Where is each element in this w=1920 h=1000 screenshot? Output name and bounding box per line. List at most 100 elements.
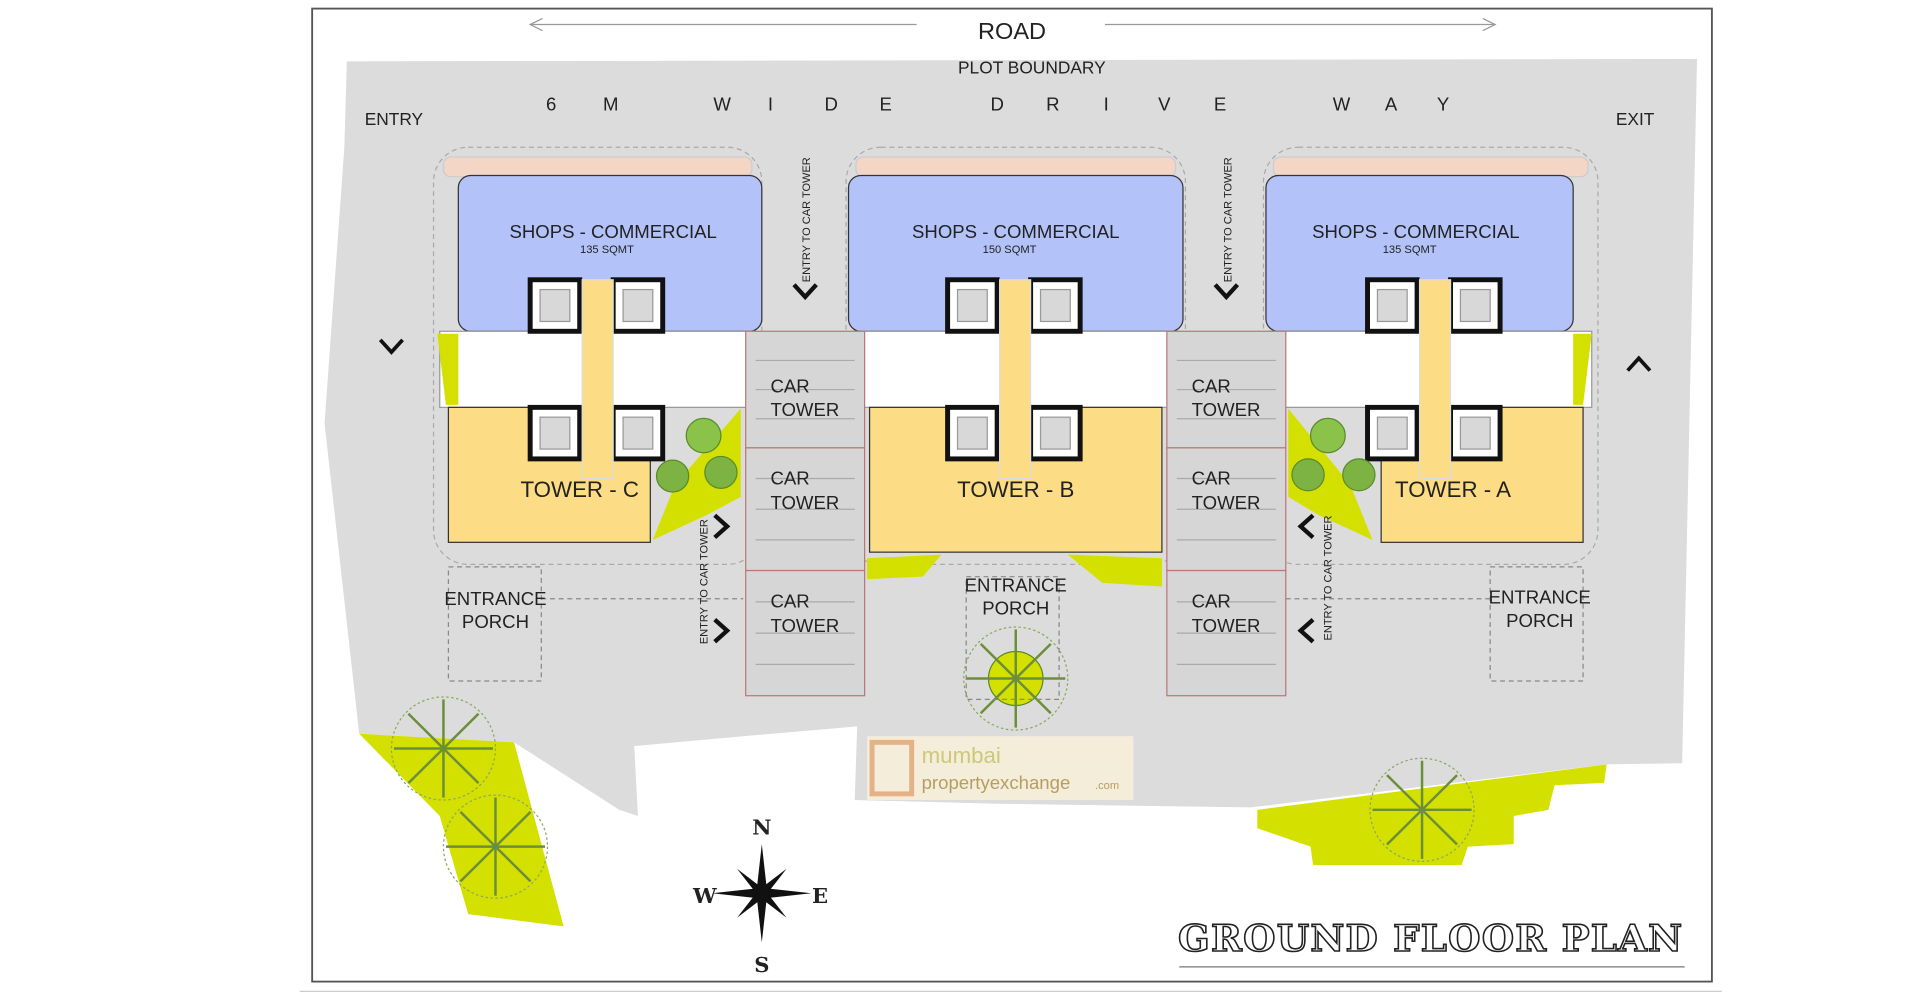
- compass-w: W: [692, 883, 717, 908]
- tree-branch: [1386, 808, 1423, 846]
- car-tower: CAR TOWER: [745, 447, 866, 572]
- car-tower-label: CAR: [1192, 468, 1231, 489]
- entry-label: ENTRY: [365, 109, 424, 129]
- driveway-letter: E: [1214, 94, 1226, 115]
- lift-icon: [1459, 288, 1491, 323]
- road-label: ROAD: [978, 18, 1046, 44]
- plot-boundary-label: PLOT BOUNDARY: [958, 58, 1106, 78]
- tree-canopy: [442, 794, 549, 899]
- driveway-letter: Y: [1437, 94, 1449, 115]
- car-tower-label: CAR: [770, 590, 809, 611]
- lift-icon: [622, 288, 654, 323]
- driveway-letter: R: [1046, 94, 1059, 115]
- landscape-area: [1573, 333, 1592, 405]
- car-towers: CARTOWERCARTOWERCARTOWERCARTOWERCARTOWER…: [745, 330, 1287, 697]
- entrance-porch-label-a: ENTRANCE: [1489, 587, 1591, 608]
- tree-icon: [685, 417, 722, 454]
- entry-chevron-icon: [378, 338, 404, 355]
- tree-canopy: [1369, 757, 1475, 862]
- tree-icon: [1309, 417, 1346, 454]
- entrance-porch-label-a: PORCH: [1506, 610, 1573, 631]
- driveway-letter: D: [824, 94, 837, 115]
- car-tower-label: TOWER: [1192, 615, 1261, 636]
- entry-to-car-tower-label: ENTRY TO CAR TOWER: [801, 157, 813, 282]
- corridor: [1418, 279, 1452, 480]
- compass-e: E: [812, 883, 828, 908]
- compass-rose-icon: [712, 844, 812, 943]
- compass-s: S: [754, 952, 769, 977]
- watermark-suffix: .com: [1095, 780, 1119, 792]
- entrance-porch-label-b: ENTRANCE: [965, 574, 1067, 595]
- lift-icon: [1039, 288, 1071, 323]
- plan-title: GROUND FLOOR PLAN: [1178, 916, 1683, 960]
- car-tower-label: TOWER: [770, 492, 839, 513]
- entry-to-car-tower-label: ENTRY TO CAR TOWER: [1222, 157, 1234, 282]
- lift-icon: [956, 288, 988, 323]
- tree-branch: [1421, 808, 1458, 846]
- entrance-porch-label-c: ENTRANCE: [444, 588, 546, 609]
- hatched-strip: [855, 156, 1177, 178]
- hatched-strip: [442, 156, 753, 178]
- entrance-porch-label-c: PORCH: [462, 611, 529, 632]
- tree-icon: [1291, 458, 1325, 492]
- driveway-letter: A: [1385, 94, 1398, 115]
- lift-icon: [1376, 416, 1408, 450]
- driveway-letter: I: [1104, 94, 1109, 115]
- tree-branch: [979, 642, 1017, 680]
- tree-branch: [494, 845, 532, 883]
- lift-icon: [539, 416, 571, 450]
- tree-icon: [655, 459, 690, 493]
- car-tower: CAR TOWER: [1166, 447, 1287, 572]
- tree-icon: [442, 794, 549, 899]
- compass-n: N: [752, 814, 771, 839]
- tree-canopy: [963, 626, 1069, 731]
- lift-icon: [1459, 416, 1491, 450]
- tower-label: TOWER - A: [1395, 477, 1511, 502]
- entry-to-car-tower-label: ENTRY TO CAR TOWER: [698, 519, 710, 644]
- car-tower-label: TOWER: [1192, 492, 1261, 513]
- shops-area-label: 135 SQMT: [1383, 244, 1437, 256]
- driveway-letter: V: [1158, 94, 1171, 115]
- driveway-letter: 6: [546, 94, 556, 115]
- tree-branch: [442, 712, 480, 750]
- trees: [390, 417, 1475, 899]
- landscape-area: [1288, 408, 1373, 540]
- car-tower-label: TOWER: [770, 399, 839, 420]
- entrance-porch-label-b: PORCH: [982, 598, 1049, 619]
- tree-branch: [979, 677, 1017, 715]
- tower-label: TOWER - C: [520, 477, 638, 502]
- driveway-letter: W: [713, 94, 731, 115]
- tree-branch: [459, 845, 497, 883]
- entry-to-car-tower-label: ENTRY TO CAR TOWER: [1323, 515, 1335, 640]
- watermark-line1: mumbai: [922, 743, 1001, 768]
- car-tower-label: CAR: [770, 376, 809, 397]
- landscape-area: [1257, 764, 1607, 866]
- tree-branch: [1014, 677, 1052, 715]
- tower-label: TOWER - B: [957, 477, 1074, 502]
- tree-icon: [390, 696, 497, 801]
- tree-icon: [704, 455, 738, 489]
- shops-area-label: 135 SQMT: [580, 244, 634, 256]
- shops-label: SHOPS - COMMERCIAL: [912, 221, 1119, 242]
- car-tower-label: CAR: [770, 468, 809, 489]
- driveway-letter: D: [990, 94, 1003, 115]
- driveway-letter: I: [768, 94, 773, 115]
- driveway-letter: E: [879, 94, 891, 115]
- tree-icon: [1369, 757, 1475, 862]
- exit-label: EXIT: [1616, 109, 1655, 129]
- tree-branch: [494, 811, 532, 848]
- tree-branch: [459, 811, 497, 848]
- car-tower-label: CAR: [1192, 376, 1231, 397]
- tree-branch: [407, 747, 445, 785]
- shops-area-label: 150 SQMT: [983, 244, 1037, 256]
- corridor: [999, 279, 1032, 480]
